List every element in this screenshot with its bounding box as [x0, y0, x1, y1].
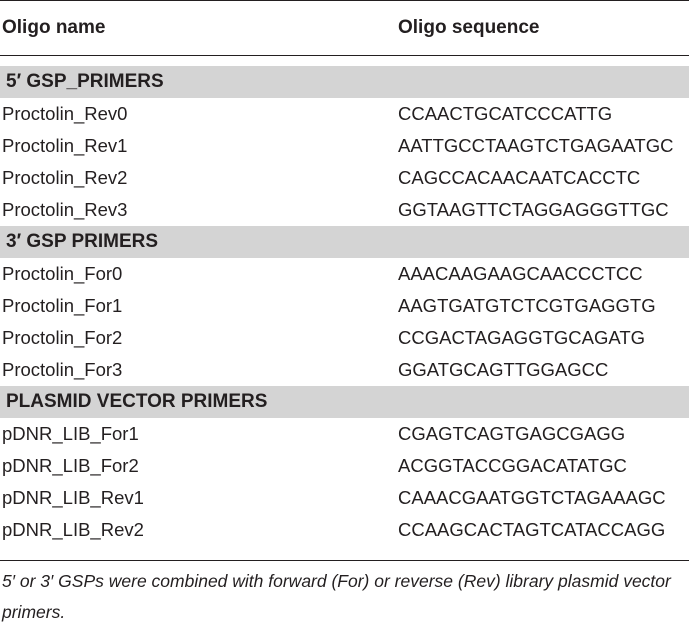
oligo-sequence-cell: GGTAAGTTCTAGGAGGGTTGC: [398, 199, 669, 220]
table-row: Proctolin_For2 CCGACTAGAGGTGCAGATG: [0, 322, 689, 354]
oligo-sequence-cell: CCAACTGCATCCCATTG: [398, 103, 613, 124]
table-row: Proctolin_Rev1 AATTGCCTAAGTCTGAGAATGC: [0, 130, 689, 162]
oligo-name-cell: Proctolin_For1: [2, 295, 123, 316]
table-bottom-rule: [0, 546, 689, 561]
oligo-name-cell: pDNR_LIB_Rev2: [2, 519, 144, 540]
oligo-sequence-cell: CAGCCACAACAATCACCTC: [398, 167, 641, 188]
oligo-name-cell: Proctolin_For3: [2, 359, 123, 380]
oligo-sequence-cell: AAACAAGAAGCAACCCTCC: [398, 263, 643, 284]
table-header-row: Oligo name Oligo sequence: [0, 0, 689, 56]
section-header-row: 3′ GSP PRIMERS: [0, 226, 689, 258]
oligo-name-cell: pDNR_LIB_For2: [2, 455, 139, 476]
oligo-sequence-cell: AATTGCCTAAGTCTGAGAATGC: [398, 135, 674, 156]
section-title: 5′ GSP_PRIMERS: [0, 66, 689, 98]
oligo-name-cell: Proctolin_For0: [2, 263, 123, 284]
oligo-name-cell: Proctolin_Rev3: [2, 199, 128, 220]
section-header-row: 5′ GSP_PRIMERS: [0, 66, 689, 98]
table-row: Proctolin_Rev2 CAGCCACAACAATCACCTC: [0, 162, 689, 194]
table-row: Proctolin_Rev0 CCAACTGCATCCCATTG: [0, 98, 689, 130]
oligo-sequence-cell: CCGACTAGAGGTGCAGATG: [398, 327, 646, 348]
oligo-sequence-cell: ACGGTACCGGACATATGC: [398, 455, 627, 476]
header-oligo-name: Oligo name: [0, 0, 398, 56]
oligo-name-cell: Proctolin_Rev0: [2, 103, 128, 124]
oligo-name-cell: pDNR_LIB_For1: [2, 423, 139, 444]
table-row: Proctolin_For0 AAACAAGAAGCAACCCTCC: [0, 258, 689, 290]
header-oligo-sequence: Oligo sequence: [398, 0, 689, 56]
section-title: 3′ GSP PRIMERS: [0, 226, 689, 258]
table-row: pDNR_LIB_Rev1 CAAACGAATGGTCTAGAAAGC: [0, 482, 689, 514]
oligo-name-cell: Proctolin_Rev1: [2, 135, 128, 156]
oligo-sequence-cell: CCAAGCACTAGTCATACCAGG: [398, 519, 666, 540]
oligo-sequence-cell: CAAACGAATGGTCTAGAAAGC: [398, 487, 666, 508]
oligo-name-cell: Proctolin_For2: [2, 327, 123, 348]
table-row: Proctolin_Rev3 GGTAAGTTCTAGGAGGGTTGC: [0, 194, 689, 226]
oligo-table-container: Oligo name Oligo sequence 5′ GSP_PRIMERS…: [0, 0, 689, 561]
oligo-table: Oligo name Oligo sequence 5′ GSP_PRIMERS…: [0, 0, 689, 561]
table-row: Proctolin_For3 GGATGCAGTTGGAGCC: [0, 354, 689, 386]
oligo-sequence-cell: AAGTGATGTCTCGTGAGGTG: [398, 295, 656, 316]
table-row: pDNR_LIB_For1 CGAGTCAGTGAGCGAGG: [0, 418, 689, 450]
table-body: 5′ GSP_PRIMERS Proctolin_Rev0 CCAACTGCATCC…: [0, 56, 689, 561]
header-spacer: [0, 56, 689, 67]
oligo-sequence-cell: GGATGCAGTTGGAGCC: [398, 359, 609, 380]
oligo-name-cell: Proctolin_Rev2: [2, 167, 128, 188]
section-title: PLASMID VECTOR PRIMERS: [0, 386, 689, 418]
table-row: Proctolin_For1 AAGTGATGTCTCGTGAGGTG: [0, 290, 689, 322]
table-row: pDNR_LIB_For2 ACGGTACCGGACATATGC: [0, 450, 689, 482]
section-header-row: PLASMID VECTOR PRIMERS: [0, 386, 689, 418]
oligo-name-cell: pDNR_LIB_Rev1: [2, 487, 144, 508]
oligo-sequence-cell: CGAGTCAGTGAGCGAGG: [398, 423, 626, 444]
table-footnote: 5′ or 3′ GSPs were combined with forward…: [2, 571, 671, 622]
table-row: pDNR_LIB_Rev2 CCAAGCACTAGTCATACCAGG: [0, 514, 689, 546]
